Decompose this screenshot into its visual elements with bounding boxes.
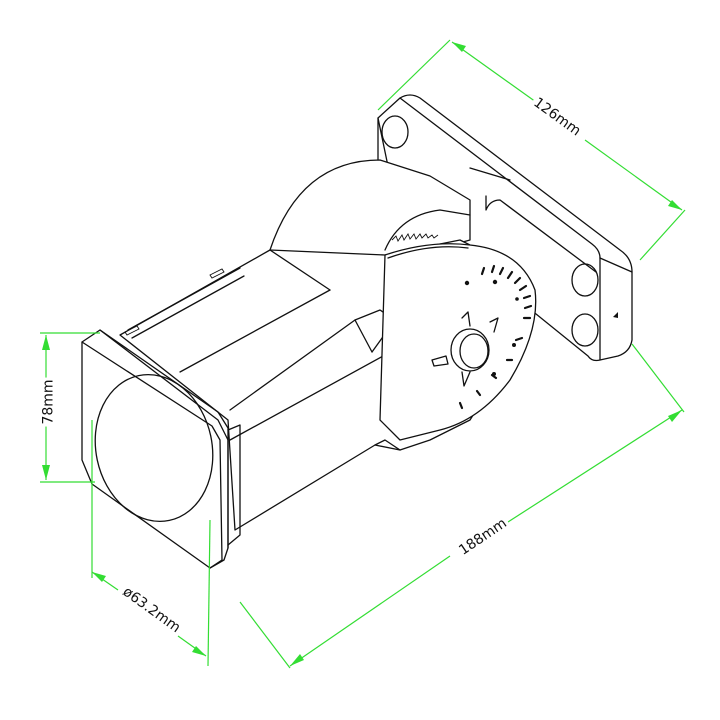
lens: [94, 373, 214, 523]
adjustment-knob-icon: [431, 311, 499, 387]
mount-hole-right-bottom: [571, 313, 599, 347]
mount-hole-right-top: [571, 263, 599, 297]
dimension-label-height: 78mm: [40, 377, 57, 427]
triangle-mark-icon: [613, 312, 618, 318]
dial-disk: [379, 243, 537, 441]
rear-drum: [269, 159, 471, 266]
mounting-plate: [377, 94, 633, 362]
front-lens-housing: [81, 329, 241, 569]
mount-hole-top: [381, 115, 409, 149]
dimension-lines: [40, 39, 686, 669]
